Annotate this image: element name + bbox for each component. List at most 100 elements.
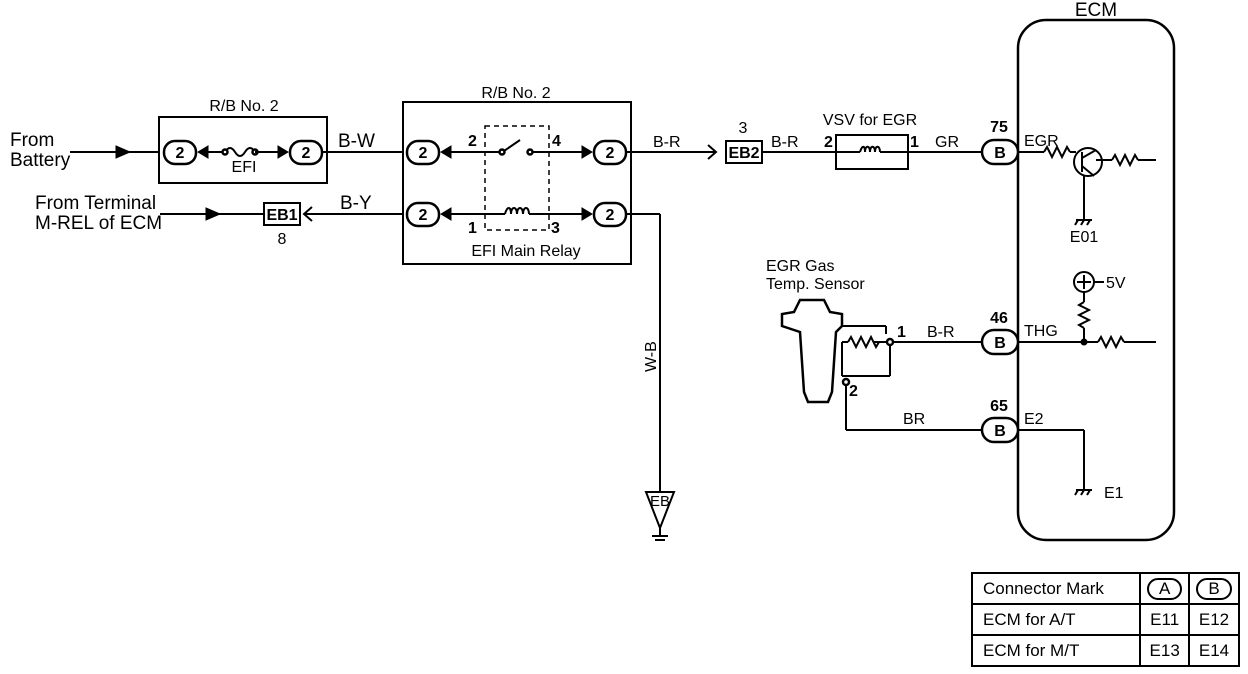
ecm-title: ECM bbox=[1075, 0, 1117, 21]
table-header-col-a: A bbox=[1138, 572, 1191, 605]
wire-br-2-label: B-R bbox=[771, 134, 799, 151]
table-header-row: Connector Mark A B bbox=[971, 572, 1240, 605]
table-row: ECM for M/T E13 E14 bbox=[971, 634, 1240, 667]
col-b-mark: B bbox=[1196, 577, 1232, 600]
table-cell-b: E14 bbox=[1188, 634, 1240, 667]
vsv-coil bbox=[859, 145, 881, 153]
relay-pin-1: 1 bbox=[468, 220, 477, 237]
fuse-efi-symbol bbox=[224, 147, 256, 157]
wire-gr-label: GR bbox=[935, 134, 959, 151]
rb-left-connector-a-pin: 2 bbox=[176, 145, 185, 162]
sensor-thermistor bbox=[847, 334, 880, 350]
relay-connector-out-top-pin: 2 bbox=[606, 145, 615, 162]
fuse-arrow-right bbox=[277, 145, 289, 159]
e1-label: E1 bbox=[1104, 485, 1124, 502]
relay-pin-2: 2 bbox=[468, 133, 477, 150]
from-battery-label-1: From bbox=[10, 130, 54, 151]
relay-connector-out-bottom-pin: 2 bbox=[606, 207, 615, 224]
relay-contact-node-a bbox=[498, 148, 506, 156]
table-row: ECM for A/T E11 E12 bbox=[971, 603, 1240, 636]
table-header-label: Connector Mark bbox=[971, 572, 1141, 605]
ecm-pin-65: 65 bbox=[990, 398, 1008, 415]
rb-no2-right-box bbox=[402, 101, 632, 265]
efi-relay-dashed bbox=[484, 125, 550, 231]
from-terminal-label-1: From Terminal bbox=[35, 193, 156, 214]
relay-connector-in-bottom-pin: 2 bbox=[419, 207, 428, 224]
table-row-label: ECM for M/T bbox=[971, 634, 1141, 667]
vsv-title: VSV for EGR bbox=[823, 112, 917, 129]
rb-no2-right-title: R/B No. 2 bbox=[481, 85, 550, 102]
sensor-pin-2: 2 bbox=[849, 383, 858, 400]
relay-contact-node-b bbox=[526, 148, 534, 156]
col-a-mark: A bbox=[1147, 577, 1183, 600]
ecm-connector-75-mark: B bbox=[994, 145, 1006, 162]
relay-coil-symbol bbox=[504, 207, 530, 215]
relay-connector-in-top bbox=[405, 139, 441, 166]
wire-br-3-label: B-R bbox=[927, 324, 955, 341]
from-terminal-label-2: M-REL of ECM bbox=[35, 213, 162, 234]
rb-left-connector-b-pin: 2 bbox=[302, 145, 311, 162]
sensor-pin-1-node bbox=[885, 337, 895, 347]
sensor-pin-1: 1 bbox=[897, 324, 906, 341]
connector-eb2-pin: 3 bbox=[739, 120, 748, 137]
connector-eb2-label: EB2 bbox=[728, 145, 759, 162]
ground-eb-symbol bbox=[644, 491, 676, 531]
relay-pin-3: 3 bbox=[551, 220, 560, 237]
connector-eb1-pin: 8 bbox=[278, 231, 287, 248]
ecm-connector-46-mark: B bbox=[994, 335, 1006, 352]
rb-no2-left-title: R/B No. 2 bbox=[209, 98, 278, 115]
ecm-terminal-e2: E2 bbox=[1024, 411, 1044, 428]
relay-bottom-arrow-out bbox=[581, 207, 593, 221]
ecm-connector-65-mark: B bbox=[994, 423, 1006, 440]
eb2-chevron bbox=[707, 144, 718, 160]
ecm-terminal-egr: EGR bbox=[1024, 133, 1059, 150]
ecm-pin-46: 46 bbox=[990, 310, 1008, 327]
wire-wb-label: W-B bbox=[643, 341, 660, 372]
fuse-efi-label: EFI bbox=[232, 159, 257, 176]
from-battery-label-2: Battery bbox=[10, 150, 71, 171]
battery-arrow bbox=[115, 145, 132, 159]
egr-transistor-collector bbox=[1081, 149, 1097, 159]
connector-mark-table: Connector Mark A B ECM for A/T E11 E12 E… bbox=[971, 572, 1240, 667]
egr-transistor bbox=[1073, 147, 1103, 177]
egr-transistor-emitter bbox=[1081, 165, 1095, 177]
mrel-arrow bbox=[205, 207, 222, 221]
vsv-pin-2: 2 bbox=[824, 134, 833, 151]
ecm-housing bbox=[1016, 18, 1176, 542]
table-cell-b: E12 bbox=[1188, 603, 1240, 636]
egr-sensor-title-2: Temp. Sensor bbox=[766, 276, 865, 293]
relay-connector-in-top-pin: 2 bbox=[419, 145, 428, 162]
table-row-label: ECM for A/T bbox=[971, 603, 1141, 636]
egr-resistor-1 bbox=[1043, 144, 1071, 160]
relay-pin-4: 4 bbox=[552, 133, 561, 150]
e1-ground-hatch bbox=[1074, 489, 1091, 496]
thg-resistor bbox=[1097, 334, 1125, 350]
connector-eb1-label: EB1 bbox=[266, 207, 297, 224]
wire-by-label: B-Y bbox=[340, 193, 372, 214]
relay-top-arrow-out bbox=[581, 145, 593, 159]
fuse-node-left bbox=[221, 148, 229, 156]
plus-5v-label: 5V bbox=[1106, 275, 1126, 292]
rb-left-connector-a bbox=[162, 139, 198, 166]
vsv-pin-1: 1 bbox=[910, 134, 919, 151]
thg-pullup-resistor bbox=[1076, 301, 1092, 329]
egr-resistor-2 bbox=[1111, 152, 1139, 168]
ecm-terminal-thg: THG bbox=[1024, 323, 1058, 340]
ecm-pin-75: 75 bbox=[990, 119, 1008, 136]
connector-eb1 bbox=[263, 202, 301, 226]
wire-brown-label: BR bbox=[903, 411, 925, 428]
table-header-col-b: B bbox=[1188, 572, 1240, 605]
efi-main-relay-label: EFI Main Relay bbox=[471, 243, 580, 260]
wire-br-1-label: B-R bbox=[653, 134, 681, 151]
egr-sensor-body bbox=[780, 298, 844, 404]
relay-switch-blade bbox=[503, 139, 521, 152]
e01-label: E01 bbox=[1070, 229, 1099, 246]
relay-connector-in-bottom bbox=[405, 201, 441, 228]
table-cell-a: E13 bbox=[1138, 634, 1191, 667]
egr-sensor-title-1: EGR Gas bbox=[766, 258, 834, 275]
e01-ground-hatch bbox=[1074, 219, 1091, 226]
table-cell-a: E11 bbox=[1138, 603, 1191, 636]
ground-eb-label: EB bbox=[650, 493, 670, 510]
wire-bw-label: B-W bbox=[338, 131, 375, 152]
